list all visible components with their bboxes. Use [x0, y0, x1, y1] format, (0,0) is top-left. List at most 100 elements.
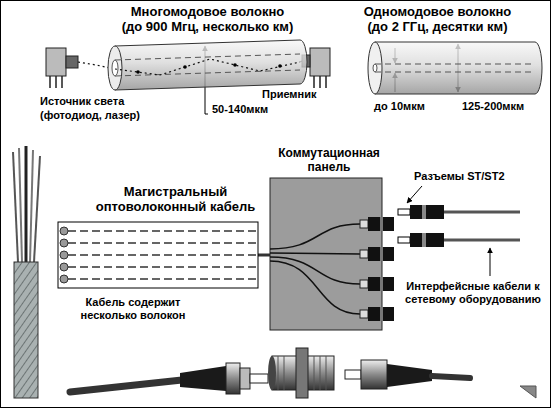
node-shape: [58, 222, 258, 288]
node-shape: [60, 275, 68, 283]
part-label: Интерфейсные кабели к сетевому оборудова…: [402, 280, 544, 306]
connector-photo: [361, 360, 387, 389]
node-shape: [108, 40, 307, 90]
node-shape: [278, 64, 282, 68]
connector-photo: [180, 366, 226, 391]
label-holder: Разъемы ST/ST2: [414, 170, 505, 183]
connector-photo: [240, 368, 250, 389]
label-holder: Источник света: [40, 95, 124, 108]
pointer-arrows: [407, 186, 490, 276]
label-holder: Кабель содержит несколько волокон: [68, 296, 198, 322]
part-label: Разъемы ST/ST2: [414, 170, 505, 183]
connector-photo: [432, 376, 470, 378]
node-shape: [58, 222, 258, 288]
connector-photo: [250, 374, 268, 383]
label-holder: Интерфейсные кабели к сетевому оборудова…: [402, 280, 544, 306]
nav-arrow-icon: [520, 386, 536, 398]
st-connector: [422, 205, 426, 219]
label-holder: Приемник: [262, 88, 316, 101]
st-connector: [410, 233, 444, 247]
node-shape: [380, 217, 383, 231]
node-shape: [68, 254, 258, 256]
node-shape: [368, 247, 394, 261]
node-shape: [270, 178, 382, 330]
node-shape: [270, 257, 360, 284]
node-heading: (до 2 ГГц, десятки км): [330, 19, 545, 34]
part-label: (фотодиод, лазер): [40, 109, 140, 122]
dimension-arrows: [205, 114, 208, 115]
st-connector: [444, 239, 520, 242]
cable-photo: [13, 146, 40, 398]
multimode-fiber: Многомодовое волокно(до 900 Мгц, несколь…: [100, 4, 315, 90]
pointer-arrows: [407, 186, 422, 203]
cable-photo: [14, 262, 38, 398]
node-shape: [233, 63, 237, 67]
patch-panel: Коммутационная панель: [270, 146, 398, 330]
st-connector: [444, 211, 520, 214]
light-source: [46, 48, 66, 76]
part-label: Приемник: [262, 88, 316, 101]
connector-photo: [70, 380, 182, 392]
node-shape: [270, 224, 360, 249]
node-shape: [60, 263, 68, 271]
adapter-photo: [268, 356, 276, 390]
st-connector: [422, 233, 426, 247]
cable-photo: [13, 152, 18, 262]
part-label: Источник света: [40, 95, 124, 108]
node-shape: [183, 65, 187, 69]
light-source: [46, 48, 78, 88]
st-connector: [410, 205, 444, 219]
node-heading: Магистральный оптоволоконный кабель: [83, 184, 268, 214]
node-shape: [115, 59, 300, 75]
part-label: 125-200мкм: [462, 100, 524, 113]
node-shape: [368, 217, 394, 231]
node-shape: [115, 40, 307, 90]
st-connector: [398, 205, 520, 247]
node-shape: [360, 250, 368, 258]
connector-photo: [226, 363, 240, 394]
node-shape: [270, 178, 394, 330]
st-connector: [398, 209, 410, 215]
node-shape: [368, 42, 382, 94]
light-source: [50, 76, 62, 88]
part-label: Кабель содержит несколько волокон: [68, 296, 198, 322]
label-holder: (фотодиод, лазер): [40, 109, 140, 122]
node-shape: [360, 280, 368, 288]
node-shape: [60, 239, 68, 247]
connector-photo: [345, 360, 470, 389]
adapter-photo: [296, 348, 308, 398]
receiver-device: [314, 76, 326, 88]
node-heading: Одномодовое волокно: [330, 4, 545, 19]
node-shape: [380, 277, 383, 291]
node-shape: [60, 251, 68, 259]
node-heading: Коммутационная панель: [270, 146, 388, 174]
cable-photo: [19, 148, 22, 262]
node-shape: [68, 266, 258, 268]
node-shape: [270, 261, 360, 314]
node-heading: Многомодовое волокно: [100, 4, 315, 19]
pointer-arrows: [490, 248, 491, 276]
cable-photo: [30, 150, 33, 262]
node-shape: [60, 227, 68, 235]
connector-photo: [70, 363, 268, 394]
node-shape: [368, 307, 394, 321]
node-shape: [112, 60, 118, 76]
node-shape: [360, 310, 368, 318]
node-shape: [136, 70, 140, 74]
node-shape: [373, 64, 377, 72]
label-holder: до 10мкм: [374, 100, 425, 113]
connector-photo: [387, 364, 432, 387]
cable-photo: [25, 146, 28, 262]
label-holder: 50-140мкм: [212, 103, 268, 116]
node-heading: (до 900 Мгц, несколько км): [100, 19, 315, 34]
node-shape: [368, 42, 542, 94]
node-shape: [68, 242, 258, 244]
connector-photo: [345, 370, 361, 379]
node-shape: [380, 307, 383, 321]
st-connector: [398, 237, 410, 243]
node-shape: [108, 46, 122, 90]
part-label: до 10мкм: [374, 100, 425, 113]
